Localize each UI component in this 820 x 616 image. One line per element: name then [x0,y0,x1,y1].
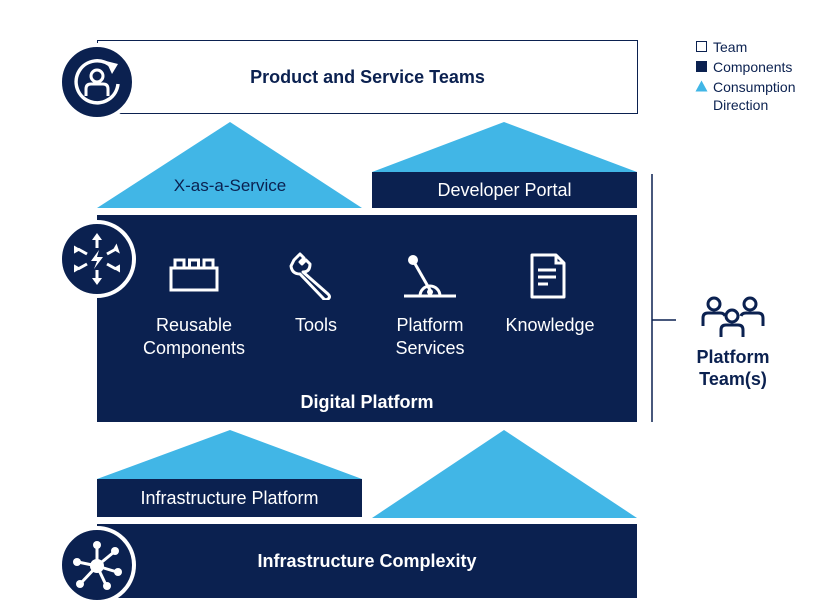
product-service-teams-box: Product and Service Teams [97,40,638,114]
legend-consumption-line1: Consumption [713,79,796,95]
distribution-arrows-icon [74,233,120,285]
lever-icon [404,255,456,298]
knowledge-line1: Knowledge [505,315,595,335]
infrastructure-consumption-triangle [372,430,637,518]
legend-components-swatch [696,61,707,72]
developer-portal-box: Developer Portal [372,172,637,208]
platform-teams-label: Platform Team(s) [680,346,786,390]
infrastructure-complexity-badge [58,526,136,604]
developer-portal-label: Developer Portal [437,179,572,200]
tools-label: Tools [246,314,386,337]
xaas-label: X-as-a-Service [173,176,287,195]
lego-block-icon [169,258,219,292]
platform-teams-line2: Team(s) [699,369,767,389]
digital-platform-box [97,215,637,422]
infrastructure-platform-label: Infrastructure Platform [140,487,319,508]
platform-services-label: Platform Services [360,314,500,360]
digital-platform-badge [58,220,136,298]
platform-services-line2: Services [395,338,465,358]
xaas-roof-triangle [97,122,362,208]
platform-services-line1: Platform [396,315,464,335]
product-service-teams-label: Product and Service Teams [250,66,485,87]
reusable-components-label: Reusable Components [124,314,264,360]
legend-consumption-swatch [695,80,708,92]
legend-components-label: Components [713,59,793,75]
legend-team-label: Team [713,39,748,55]
knowledge-label: Knowledge [480,314,620,337]
legend-consumption-line2: Direction [713,97,769,113]
network-hub-icon [73,541,122,590]
product-service-teams-badge [58,43,136,121]
document-icon [530,253,566,299]
infrastructure-platform-box: Infrastructure Platform [97,479,362,517]
reusable-components-line1: Reusable [155,315,233,335]
digital-platform-title: Digital Platform [300,391,434,412]
developer-portal-roof-triangle [372,122,637,172]
infrastructure-complexity-label: Infrastructure Complexity [257,550,477,571]
legend-team-swatch [696,41,707,52]
team-group-icon [701,296,765,337]
infrastructure-platform-roof-triangle [97,430,362,479]
tools-line1: Tools [294,315,338,335]
platform-teams-line1: Platform [696,347,770,367]
infrastructure-complexity-box: Infrastructure Complexity [97,524,637,598]
legend-consumption-label: Consumption Direction [713,78,796,114]
user-refresh-icon [74,59,120,105]
reusable-components-line2: Components [142,338,246,358]
wrench-icon [289,252,331,300]
